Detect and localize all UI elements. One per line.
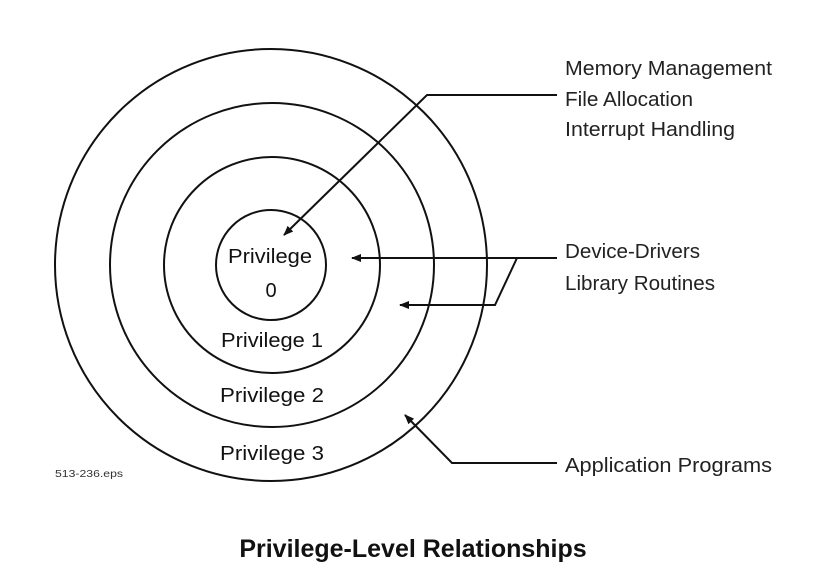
callout-interrupt-handling: Interrupt Handling	[565, 119, 735, 141]
ring-privilege-1	[163, 156, 381, 374]
callout-library-routines: Library Routines	[565, 273, 715, 295]
callout-memory-management: Memory Management	[565, 58, 772, 80]
privilege-0-number: 0	[265, 280, 276, 302]
privilege-0-label: Privilege	[228, 246, 312, 268]
ring-privilege-0	[215, 209, 327, 321]
ring-privilege-3	[54, 48, 488, 482]
arrow-to-privilege-2	[399, 257, 518, 309]
arrow-to-privilege-0	[283, 94, 557, 236]
callout-device-drivers: Device-Drivers	[565, 241, 700, 263]
figure-reference: 513-236.eps	[55, 469, 123, 480]
privilege-1-label: Privilege 1	[221, 330, 323, 352]
arrow-to-privilege-3	[404, 414, 557, 464]
diagram-title: Privilege-Level Relationships	[239, 535, 586, 563]
callout-file-allocation: File Allocation	[565, 89, 693, 111]
ring-privilege-2	[109, 102, 435, 428]
callout-application-programs: Application Programs	[565, 455, 772, 477]
privilege-3-label: Privilege 3	[220, 443, 324, 465]
privilege-2-label: Privilege 2	[220, 385, 324, 407]
